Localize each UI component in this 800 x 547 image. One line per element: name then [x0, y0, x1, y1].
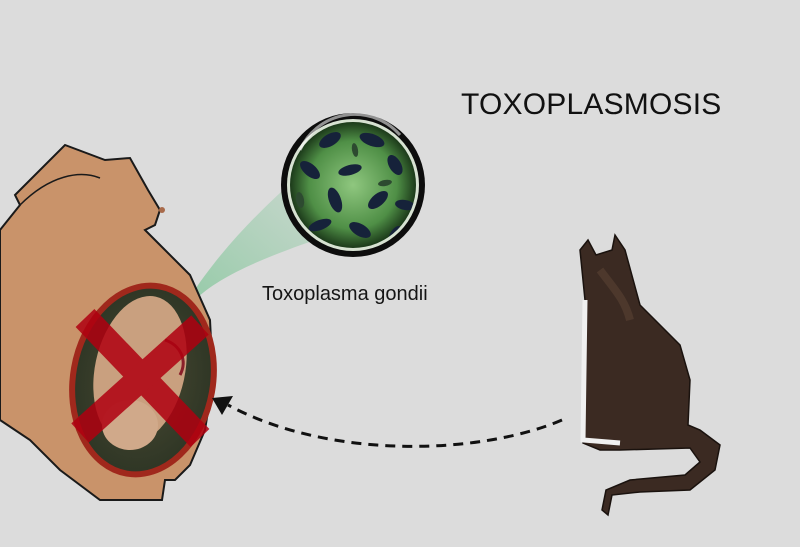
arrowhead-icon	[212, 396, 233, 415]
diagram-title: TOXOPLASMOSIS	[461, 88, 722, 121]
red-x-icon	[71, 309, 210, 447]
parasite-magnified-circle	[281, 112, 425, 257]
parasite-label: Toxoplasma gondii	[262, 283, 428, 305]
sitting-cat-illustration	[579, 233, 721, 517]
dashed-arrow-cat-to-fetus	[212, 396, 563, 448]
